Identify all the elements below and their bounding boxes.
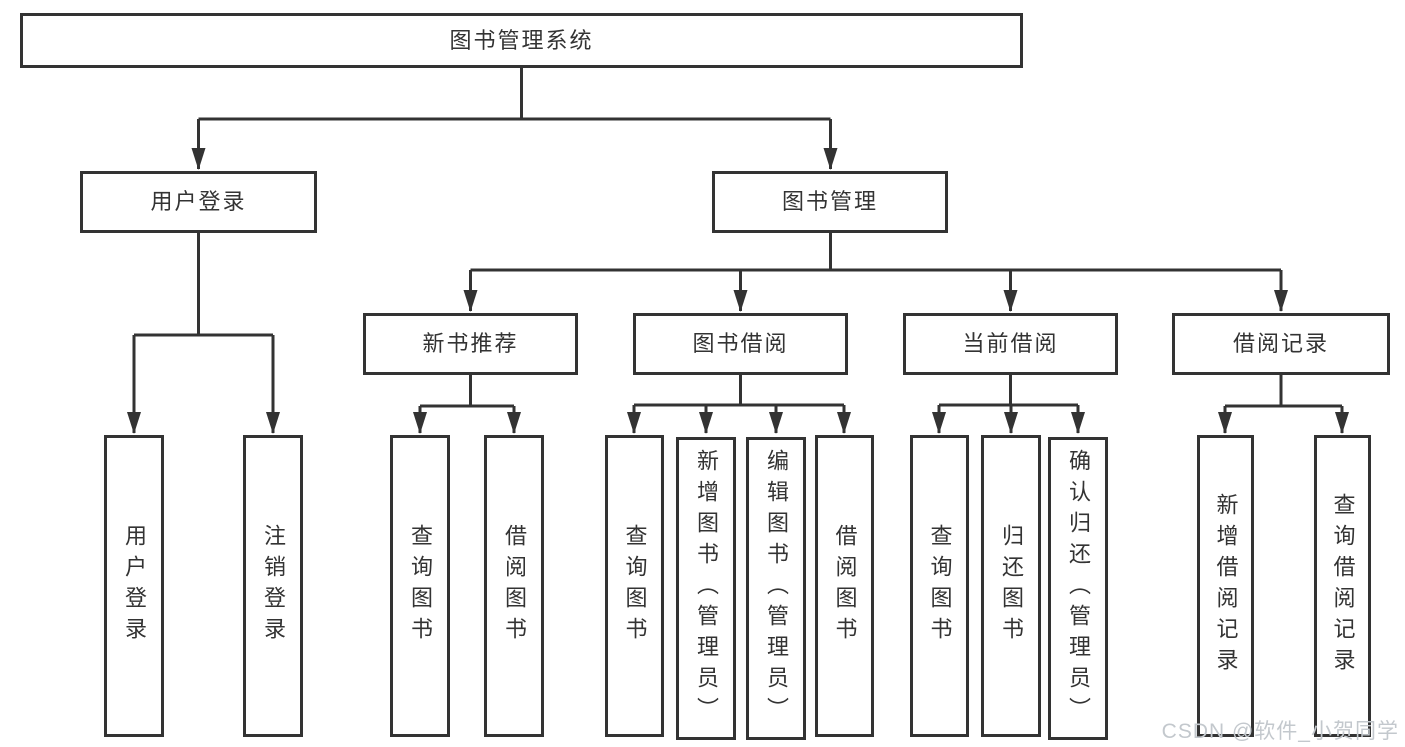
connector-new-book-recommend — [413, 375, 521, 434]
leaf-query-books-1: 查询图书 — [390, 435, 450, 737]
node-root: 图书管理系统 — [20, 13, 1023, 68]
leaf-add-borrow-record: 新增借阅记录 — [1197, 435, 1254, 737]
leaf-query-borrow-record-label: 查询借阅记录 — [1330, 493, 1356, 679]
leaf-edit-book-admin-label: 编辑图书（管理员） — [764, 449, 789, 728]
node-book-management: 图书管理 — [712, 171, 948, 233]
node-current-borrowing: 当前借阅 — [903, 313, 1118, 375]
leaf-logout-label: 注销登录 — [261, 524, 286, 648]
node-new-book-recommend-label: 新书推荐 — [422, 331, 519, 356]
leaf-borrow-books-2-label: 借阅图书 — [832, 524, 858, 648]
node-new-book-recommend: 新书推荐 — [363, 313, 578, 375]
leaf-add-book-admin: 新增图书（管理员） — [676, 437, 736, 740]
leaf-user-login: 用户登录 — [104, 435, 164, 737]
node-borrowing-records-label: 借阅记录 — [1232, 331, 1329, 356]
leaf-query-books-1-label: 查询图书 — [408, 524, 433, 648]
node-borrowing-records: 借阅记录 — [1172, 313, 1390, 375]
leaf-return-books: 归还图书 — [981, 435, 1041, 737]
node-book-borrowing-label: 图书借阅 — [692, 331, 789, 356]
leaf-add-book-admin-label: 新增图书（管理员） — [694, 449, 719, 728]
node-user-login: 用户登录 — [80, 171, 317, 233]
connector-book-borrowing — [627, 375, 851, 434]
leaf-query-books-2: 查询图书 — [605, 435, 664, 737]
leaf-borrow-books-1: 借阅图书 — [484, 435, 544, 737]
connector-borrowing-records — [1218, 375, 1349, 434]
connector-root — [191, 68, 838, 170]
leaf-borrow-books-2: 借阅图书 — [815, 435, 874, 737]
leaf-confirm-return-admin-label: 确认归还（管理员） — [1066, 449, 1091, 728]
connector-user-login — [127, 233, 280, 434]
leaf-logout: 注销登录 — [243, 435, 303, 737]
leaf-return-books-label: 归还图书 — [999, 524, 1024, 648]
leaf-query-borrow-record: 查询借阅记录 — [1314, 435, 1371, 737]
connector-current-borrowing — [932, 375, 1085, 434]
leaf-query-books-2-label: 查询图书 — [622, 524, 648, 648]
node-root-label: 图书管理系统 — [449, 27, 594, 53]
leaf-edit-book-admin: 编辑图书（管理员） — [746, 437, 806, 740]
leaf-borrow-books-1-label: 借阅图书 — [502, 524, 527, 648]
node-book-borrowing: 图书借阅 — [633, 313, 848, 375]
node-current-borrowing-label: 当前借阅 — [962, 331, 1059, 356]
leaf-query-books-3-label: 查询图书 — [927, 524, 953, 648]
csdn-watermark: CSDN @软件_小贺同学 — [1161, 720, 1399, 743]
leaf-confirm-return-admin: 确认归还（管理员） — [1048, 437, 1108, 740]
connector-book-management — [463, 233, 1288, 312]
leaf-user-login-label: 用户登录 — [122, 524, 147, 648]
leaf-add-borrow-record-label: 新增借阅记录 — [1213, 493, 1239, 679]
node-book-management-label: 图书管理 — [781, 189, 878, 214]
leaf-query-books-3: 查询图书 — [910, 435, 969, 737]
node-user-login-label: 用户登录 — [150, 189, 247, 214]
